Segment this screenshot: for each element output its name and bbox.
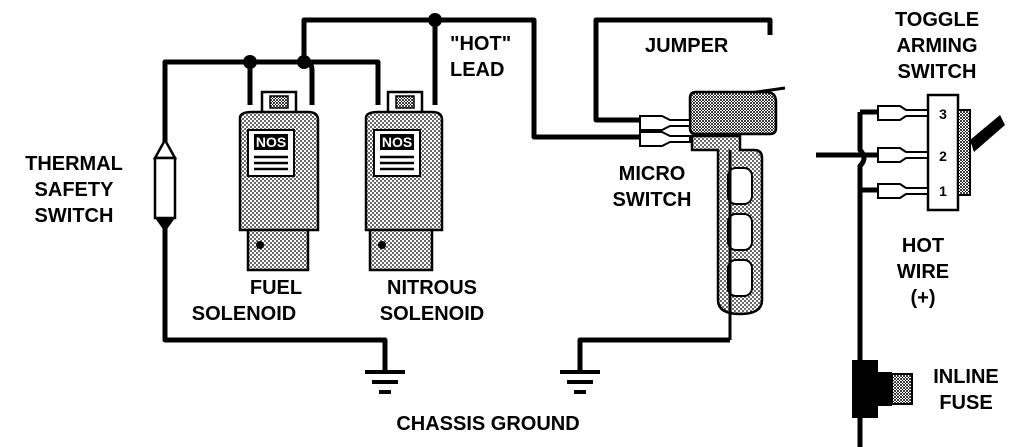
fuel-solenoid: NOS [238, 90, 320, 272]
inline-fuse-label-line2: FUSE [939, 392, 992, 414]
nos-logo [254, 134, 288, 150]
ground-symbol [365, 370, 405, 394]
terminal-3-connector [877, 105, 929, 121]
jumper-wire [593, 17, 773, 123]
junction-dot [428, 13, 442, 27]
ground-symbol [560, 370, 600, 394]
jumper-label: JUMPER [645, 35, 729, 57]
nitrous-solenoid: NOS [364, 90, 444, 272]
hot-lead-label-line1: "HOT" [450, 33, 511, 55]
hot-lead-label-line2: LEAD [450, 59, 504, 81]
hot-lead-to-microswitch-wire [435, 17, 640, 140]
thermal-to-ground-wire [162, 225, 388, 370]
thermal-label-line1: THERMAL [25, 153, 123, 175]
nitrous-solenoid-label-line1: NITROUS [387, 277, 477, 299]
micro-switch-label-line1: MICRO [619, 163, 686, 185]
hot-lead-wire [301, 17, 438, 105]
micro-switch [639, 86, 786, 340]
toggle-label-line2: ARMING [896, 35, 977, 57]
toggle-label-line1: TOGGLE [895, 9, 979, 31]
svg-text:NOS: NOS [256, 134, 286, 150]
svg-text:NOS: NOS [382, 134, 412, 150]
nitrous-solenoid-label-line2: SOLENOID [380, 303, 484, 325]
hot-wire-label-line2: WIRE [897, 261, 949, 283]
nos-logo [380, 134, 414, 150]
inline-fuse [852, 360, 913, 418]
terminal-1-label: 1 [939, 183, 947, 199]
toggle-label-line3: SWITCH [898, 61, 977, 83]
thermal-safety-switch [152, 137, 178, 232]
terminal-3-label: 3 [939, 106, 947, 122]
toggle-feed-wire [857, 112, 867, 360]
solenoid-bus-wire [250, 59, 381, 105]
hot-wire-label-line1: HOT [902, 235, 944, 257]
thermal-to-solenoid-wire [162, 59, 250, 150]
thermal-label-line3: SWITCH [35, 205, 114, 227]
fuel-solenoid-label-line2: SOLENOID [192, 303, 296, 325]
chassis-ground-label: CHASSIS GROUND [396, 413, 579, 435]
micro-switch-label-line2: SWITCH [613, 189, 692, 211]
thermal-label-line2: SAFETY [35, 179, 115, 201]
junction-dot [297, 55, 311, 69]
fuel-solenoid-label-line1: FUEL [250, 277, 302, 299]
terminal-2-label: 2 [939, 148, 947, 164]
microswitch-ground-wire [577, 337, 730, 370]
wires [162, 17, 878, 447]
terminal-1-connector [877, 183, 929, 199]
toggle-arming-switch: 3 2 1 [877, 93, 1005, 212]
junction-dot [243, 55, 257, 69]
terminal-2-connector [877, 147, 929, 163]
hot-wire-label-line3: (+) [911, 287, 936, 309]
inline-fuse-label-line1: INLINE [933, 366, 999, 388]
